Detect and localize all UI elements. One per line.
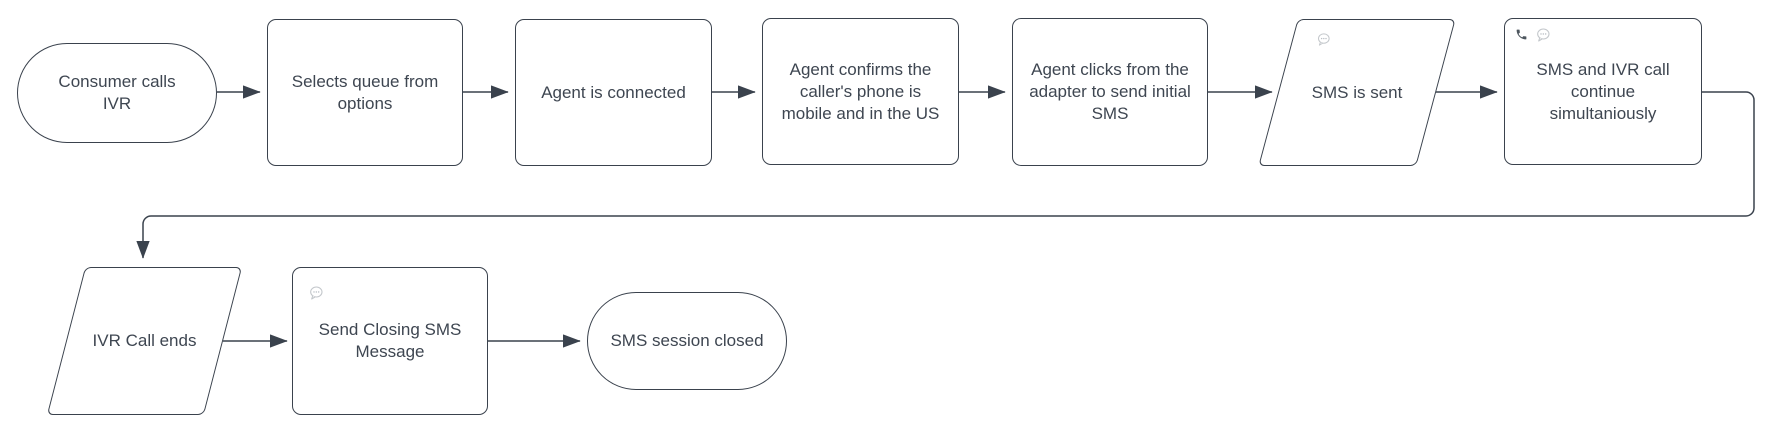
node-label: Selects queue from options [291, 71, 439, 113]
phone-icon [1516, 29, 1527, 40]
message-bubble-icon [1318, 33, 1330, 46]
node-sms-is-sent[interactable]: SMS is sent [1258, 19, 1456, 166]
node-ivr-call-ends[interactable]: IVR Call ends [46, 267, 243, 415]
node-label: Consumer calls IVR [58, 72, 176, 113]
node-sms-ivr-simultaneous[interactable]: SMS and IVR call continue simultaniously [1504, 18, 1702, 165]
node-label: SMS is sent [1311, 82, 1403, 102]
node-agent-sends-initial-sms[interactable]: Agent clicks from the adapter to send in… [1012, 18, 1208, 166]
node-agent-connected[interactable]: Agent is connected [515, 19, 712, 166]
node-label: SMS session closed [610, 331, 764, 350]
node-label: Agent confirms the caller's phone is mob… [781, 59, 940, 123]
node-send-closing-sms[interactable]: Send Closing SMS Message [292, 267, 488, 415]
node-label: SMS and IVR call continue simultaniously [1536, 59, 1670, 123]
message-bubble-icon [310, 286, 323, 300]
node-label: IVR Call ends [92, 331, 197, 350]
node-label: Send Closing SMS Message [318, 320, 462, 361]
node-consumer-calls-ivr[interactable]: Consumer calls IVR [17, 43, 217, 143]
connector-simultaneous-to-ivrends[interactable] [136, 91, 1755, 259]
node-agent-confirms-mobile[interactable]: Agent confirms the caller's phone is mob… [762, 18, 959, 165]
node-label: Agent is connected [541, 82, 686, 102]
node-selects-queue[interactable]: Selects queue from options [267, 19, 463, 166]
node-sms-session-closed[interactable]: SMS session closed [587, 292, 787, 390]
node-label: Agent clicks from the adapter to send in… [1029, 60, 1191, 123]
message-bubble-icon [1537, 28, 1550, 42]
